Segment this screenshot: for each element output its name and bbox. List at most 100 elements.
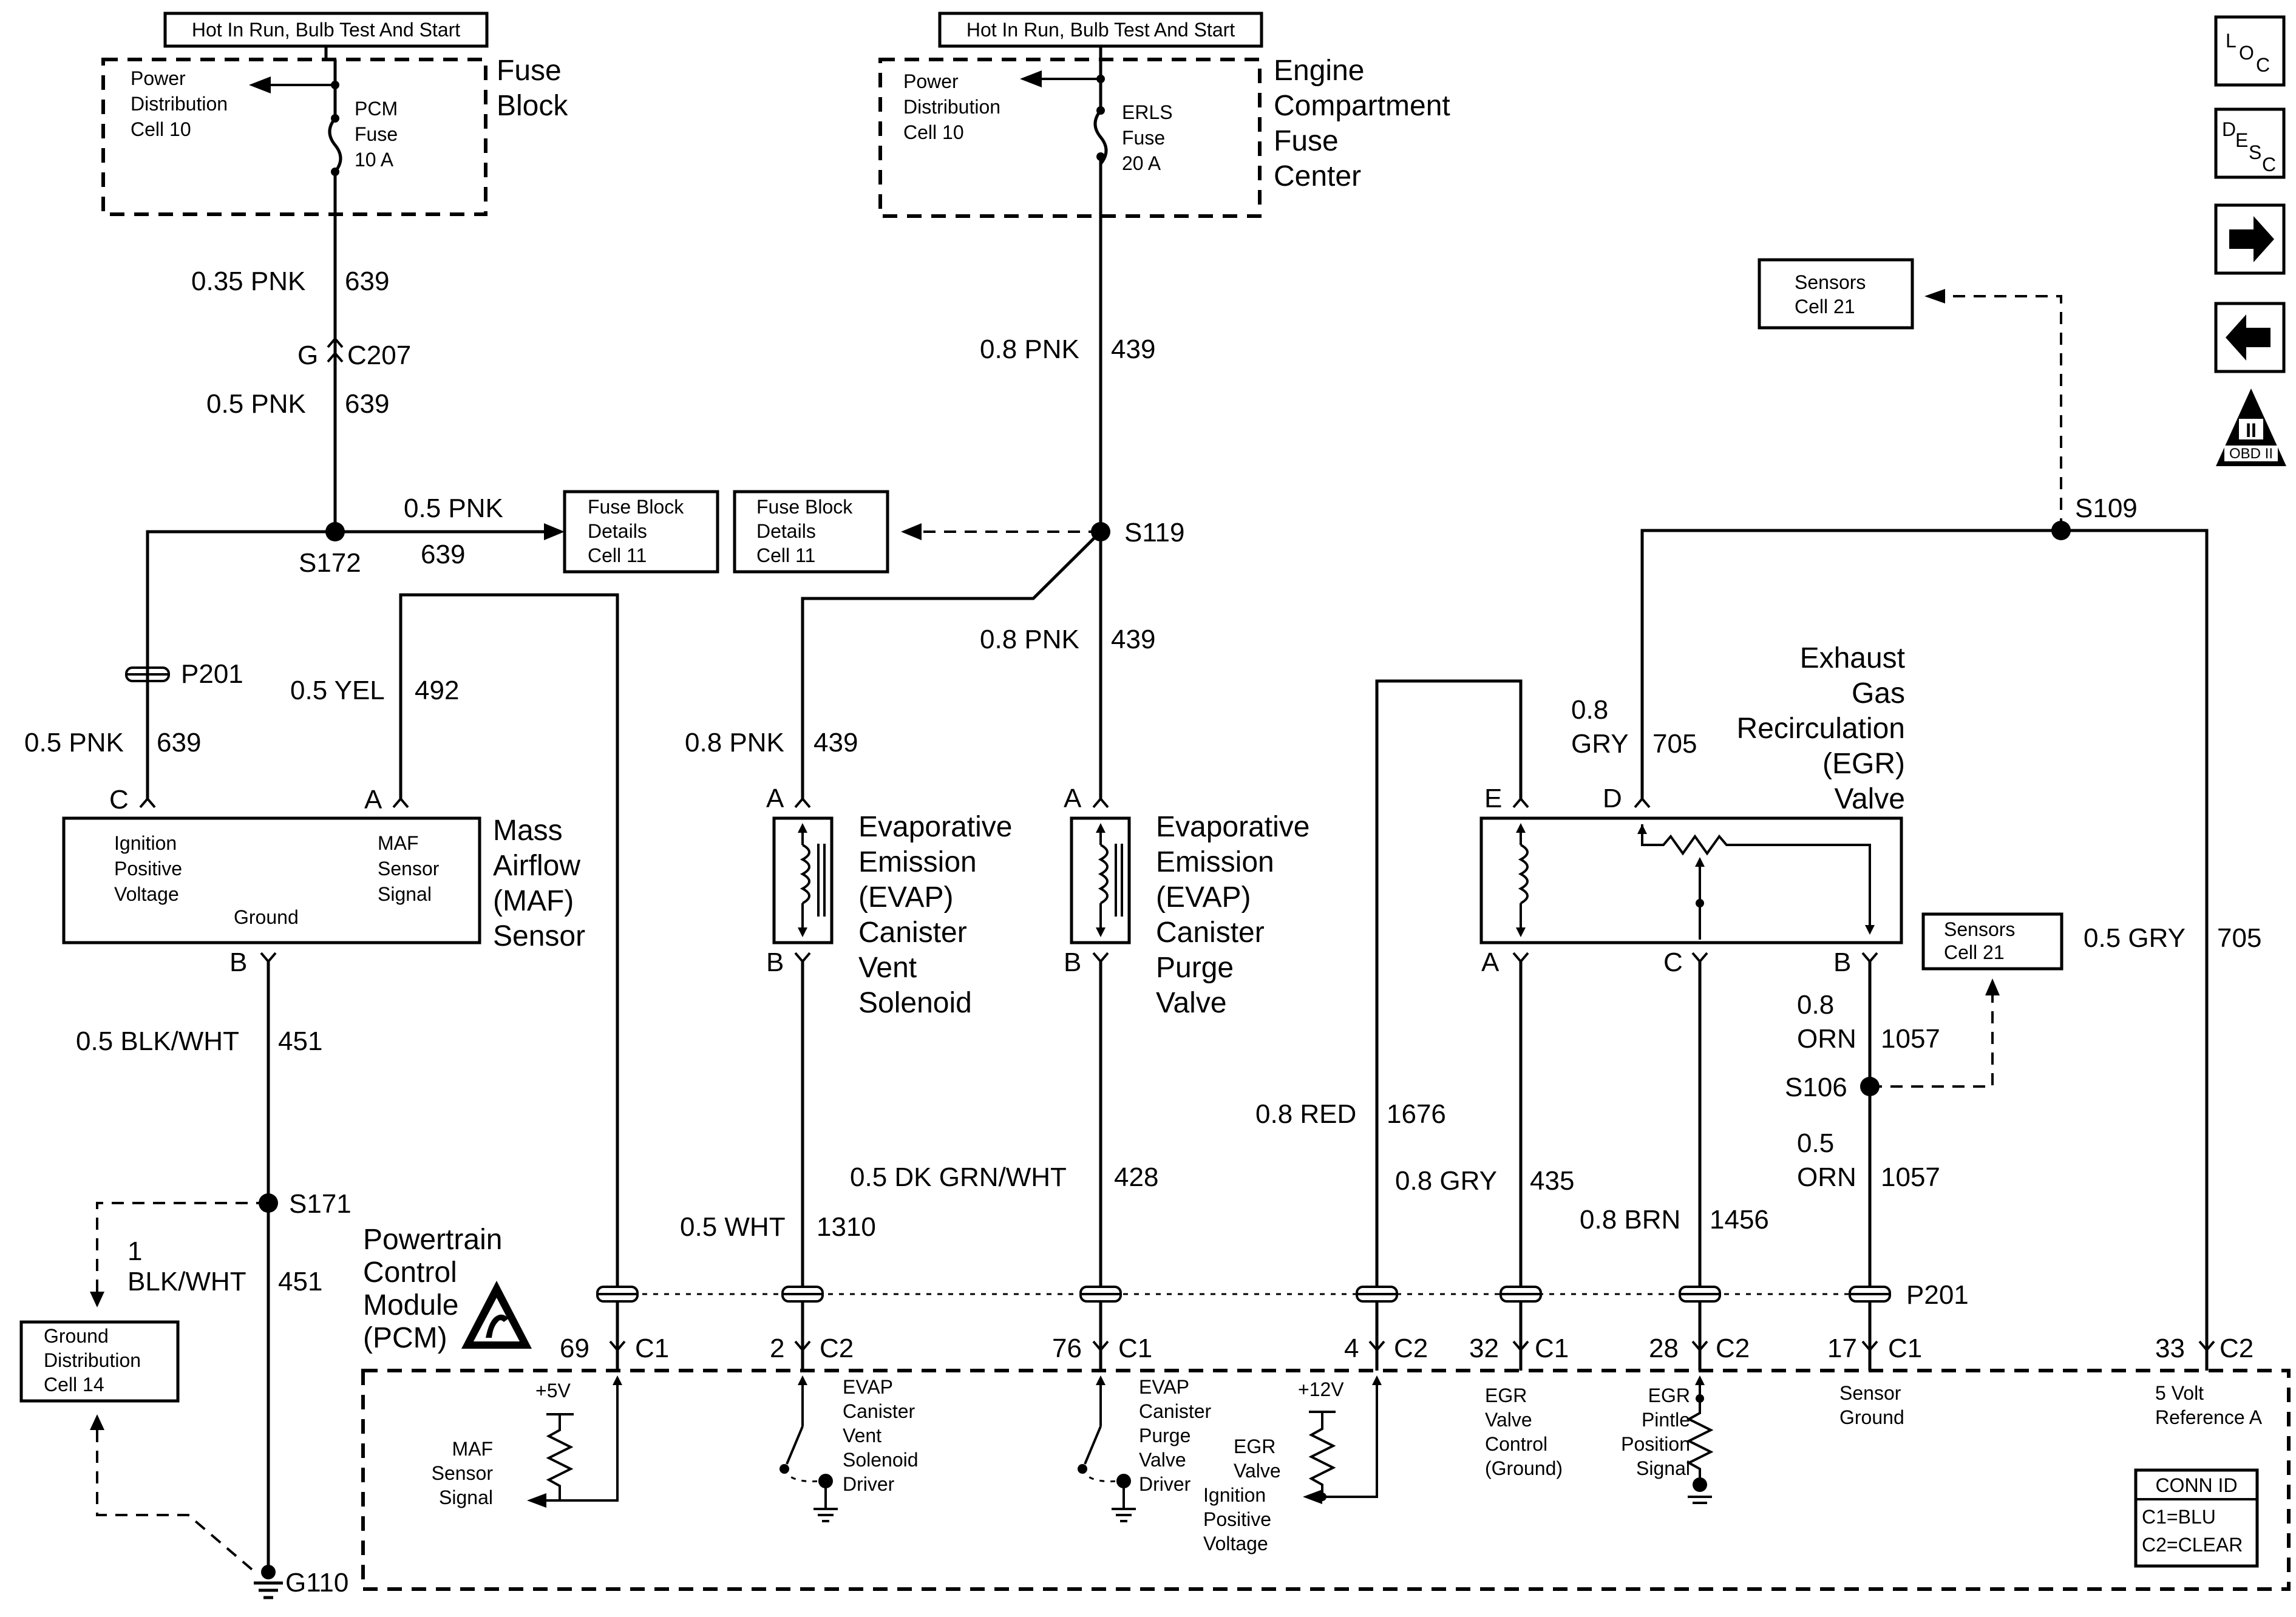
- pcm-pin-32: 32: [1469, 1334, 1499, 1363]
- wire-451-a: 451: [278, 1026, 322, 1056]
- svg-text:Vent: Vent: [843, 1425, 881, 1446]
- svg-text:Valve: Valve: [1234, 1460, 1281, 1482]
- svg-text:Evaporative: Evaporative: [1156, 811, 1309, 843]
- svg-text:Canister: Canister: [1156, 917, 1265, 949]
- wire-639-c: 639: [421, 540, 465, 569]
- wire-08-orn-gauge: 0.8: [1797, 990, 1834, 1020]
- wire-08-pnk-b: 0.8 PNK: [980, 625, 1079, 654]
- svg-text:Sensors: Sensors: [1944, 918, 2015, 940]
- svg-text:Ground: Ground: [44, 1325, 109, 1347]
- conn-id-box: CONN ID C1=BLU C2=CLEAR: [2134, 1468, 2259, 1568]
- nav-icons: L O C D E S C II OBD II: [2214, 15, 2286, 466]
- maf-pin-b: B: [229, 947, 247, 977]
- erls-fuse-rating: 20 A: [1122, 152, 1161, 174]
- wire-05-yel: 0.5 YEL: [290, 676, 385, 705]
- pcm-pin-connectors: [609, 1301, 2215, 1371]
- hot-in-run-label-box-2: [938, 12, 1263, 48]
- engine-fuse-title-b: Compartment: [1274, 90, 1450, 122]
- power-dist-2-a: Power: [903, 70, 959, 92]
- svg-text:Canister: Canister: [858, 917, 967, 949]
- svg-text:Reference A: Reference A: [2155, 1406, 2263, 1428]
- svg-text:Valve: Valve: [1834, 783, 1905, 815]
- svg-text:Driver: Driver: [1139, 1473, 1191, 1495]
- fuse-block-details-ref-1[interactable]: [563, 490, 719, 574]
- sensors-cell21-ref-1[interactable]: [1758, 258, 1914, 330]
- wire-05-orn-gauge: 0.5: [1797, 1128, 1834, 1158]
- wire-05-pnk-a: 0.5 PNK: [206, 389, 306, 419]
- next-page-button[interactable]: [2214, 203, 2286, 275]
- svg-text:Module: Module: [363, 1289, 458, 1321]
- svg-text:C1=BLU: C1=BLU: [2142, 1506, 2216, 1528]
- svg-text:CONN ID: CONN ID: [2155, 1474, 2237, 1496]
- svg-text:Solenoid: Solenoid: [858, 987, 972, 1019]
- pcm-pin-4-conn: C2: [1394, 1334, 1428, 1363]
- wire-1310: 1310: [817, 1212, 876, 1242]
- pcm-fuse-name: PCM: [355, 98, 398, 120]
- svg-text:Cell 14: Cell 14: [44, 1374, 104, 1395]
- ground-distribution-ref[interactable]: [19, 1320, 180, 1403]
- svg-text:Voltage: Voltage: [1203, 1533, 1268, 1554]
- pcm-egr-ign-circuit: +12V EGR Valve Ignition Positive Voltage: [1203, 1375, 1382, 1554]
- pcm-pin-28: 28: [1649, 1334, 1679, 1363]
- c207-label: C207: [347, 341, 411, 370]
- pcm-pin-32-conn: C1: [1535, 1334, 1569, 1363]
- desc-button[interactable]: D E S C: [2214, 107, 2286, 179]
- fuse-block-details-ref-2[interactable]: [733, 490, 889, 574]
- pcm-pin-33-conn: C2: [2220, 1334, 2254, 1363]
- wire-05-gry: 0.5 GRY: [2084, 923, 2186, 953]
- svg-text:Sensors: Sensors: [1795, 271, 1866, 293]
- sensors-cell21-ref-2[interactable]: [1921, 912, 2063, 971]
- wire-439-c: 439: [813, 728, 858, 758]
- desc-icon: D: [2222, 118, 2236, 140]
- svg-text:MAF: MAF: [378, 832, 419, 854]
- wire-orn-b: ORN: [1797, 1162, 1856, 1192]
- svg-text:Recirculation: Recirculation: [1737, 713, 1905, 745]
- s172-label: S172: [299, 548, 361, 578]
- engine-fuse-title-d: Center: [1274, 160, 1361, 192]
- svg-text:Positive: Positive: [114, 858, 182, 880]
- prev-page-button[interactable]: [2214, 302, 2286, 373]
- arrow-left-icon: [2226, 314, 2271, 361]
- svg-text:Control: Control: [1485, 1433, 1547, 1455]
- wire-05-pnk-c: 0.5 PNK: [24, 728, 124, 758]
- egr-pin-e: E: [1484, 784, 1502, 813]
- pcm-fuse-circuit: 0.35 PNK 639 G C207 0.5 PNK 639 S172 0.5…: [24, 172, 719, 1287]
- svg-text:Signal: Signal: [378, 883, 432, 905]
- obd-ii-button[interactable]: II OBD II: [2216, 388, 2286, 466]
- svg-text:Distribution: Distribution: [44, 1349, 141, 1371]
- svg-text:(Ground): (Ground): [1485, 1457, 1563, 1479]
- svg-text:Canister: Canister: [1139, 1400, 1212, 1422]
- svg-text:E: E: [2235, 129, 2248, 151]
- p201-label-right: P201: [1906, 1280, 1969, 1310]
- wire-05-blkwht: 0.5 BLK/WHT: [76, 1026, 239, 1056]
- wire-08-red: 0.8 RED: [1255, 1099, 1356, 1129]
- wire-08-pnk-a: 0.8 PNK: [980, 334, 1079, 364]
- wire-1: 1: [127, 1236, 142, 1266]
- evap-vent-pin-b: B: [766, 947, 784, 977]
- svg-text:Signal: Signal: [439, 1486, 493, 1508]
- svg-text:Sensor: Sensor: [378, 858, 440, 880]
- pcm-5v-label: +5V: [535, 1380, 571, 1402]
- s109-label: S109: [2075, 493, 2138, 523]
- svg-text:Cell 11: Cell 11: [588, 544, 647, 566]
- wire-05-wht: 0.5 WHT: [680, 1212, 786, 1242]
- fuse-block-section: Hot In Run, Bulb Test And Start Power Di…: [101, 12, 568, 216]
- obd-ii-label: OBD II: [2229, 446, 2273, 462]
- p201-connector-maf: [596, 1286, 639, 1303]
- svg-text:O: O: [2239, 42, 2254, 64]
- svg-text:Sensor: Sensor: [432, 1462, 494, 1484]
- power-dist-2-b: Distribution: [903, 96, 1000, 118]
- maf-pin-c: C: [109, 785, 129, 815]
- svg-text:Details: Details: [588, 520, 647, 542]
- s119-label: S119: [1124, 518, 1185, 547]
- egr-pin-d: D: [1603, 784, 1622, 813]
- wire-blkwht: BLK/WHT: [127, 1267, 246, 1297]
- pcm-pin-28-conn: C2: [1716, 1334, 1750, 1363]
- svg-text:Fuse Block: Fuse Block: [756, 496, 853, 518]
- power-dist-2-c: Cell 10: [903, 121, 964, 143]
- pcm-maf-circuit: +5V MAF Sensor Signal: [432, 1375, 622, 1508]
- wire-451-b: 451: [278, 1267, 322, 1297]
- pcm-pin-69: 69: [560, 1334, 589, 1363]
- loc-button[interactable]: L O C: [2214, 15, 2286, 87]
- maf-sensor: C A Ignition Positive Voltage MAF Sensor…: [19, 785, 585, 1599]
